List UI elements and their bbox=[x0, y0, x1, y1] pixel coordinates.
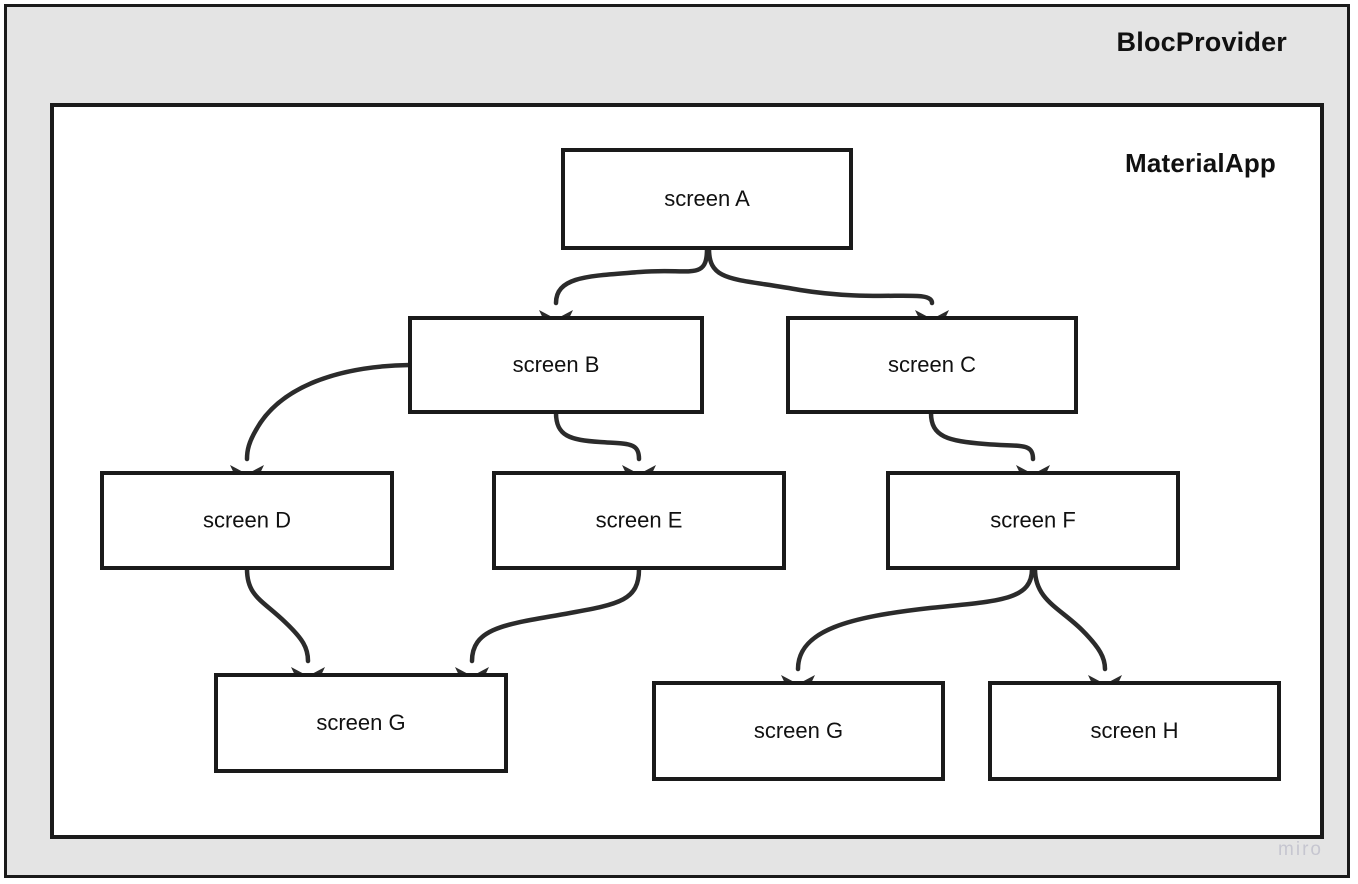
node-box bbox=[988, 681, 1281, 781]
node-box bbox=[492, 471, 786, 570]
nodes-group: screen A screen B screen C screen D screen E… bbox=[100, 148, 1281, 781]
node-screen-c-c[interactable]: screen C bbox=[786, 316, 1078, 414]
node-screen-g-g1[interactable]: screen G bbox=[214, 673, 508, 773]
node-box bbox=[408, 316, 704, 414]
node-screen-e-e[interactable]: screen E bbox=[492, 471, 786, 570]
node-label: screen G bbox=[754, 718, 843, 743]
node-screen-d-d[interactable]: screen D bbox=[100, 471, 394, 570]
node-screen-h-h[interactable]: screen H bbox=[988, 681, 1281, 781]
node-label: screen F bbox=[990, 507, 1076, 532]
node-screen-b-b[interactable]: screen B bbox=[408, 316, 704, 414]
node-box bbox=[100, 471, 394, 570]
node-box bbox=[561, 148, 853, 250]
node-label: screen G bbox=[316, 710, 405, 735]
node-screen-a-a[interactable]: screen A bbox=[561, 148, 853, 250]
node-label: screen B bbox=[513, 352, 600, 377]
miro-watermark: miro bbox=[1278, 839, 1323, 860]
node-label: screen H bbox=[1090, 718, 1178, 743]
node-label: screen D bbox=[203, 507, 291, 532]
node-label: screen E bbox=[596, 507, 683, 532]
node-screen-g-g2[interactable]: screen G bbox=[652, 681, 945, 781]
node-box bbox=[786, 316, 1078, 414]
blocprovider-title: BlocProvider bbox=[1116, 27, 1287, 57]
node-screen-f-f[interactable]: screen F bbox=[886, 471, 1180, 570]
node-label: screen A bbox=[664, 186, 750, 211]
materialapp-title: MaterialApp bbox=[1124, 148, 1276, 178]
node-box bbox=[214, 673, 508, 773]
node-label: screen C bbox=[888, 352, 976, 377]
node-box bbox=[652, 681, 945, 781]
node-box bbox=[886, 471, 1180, 570]
